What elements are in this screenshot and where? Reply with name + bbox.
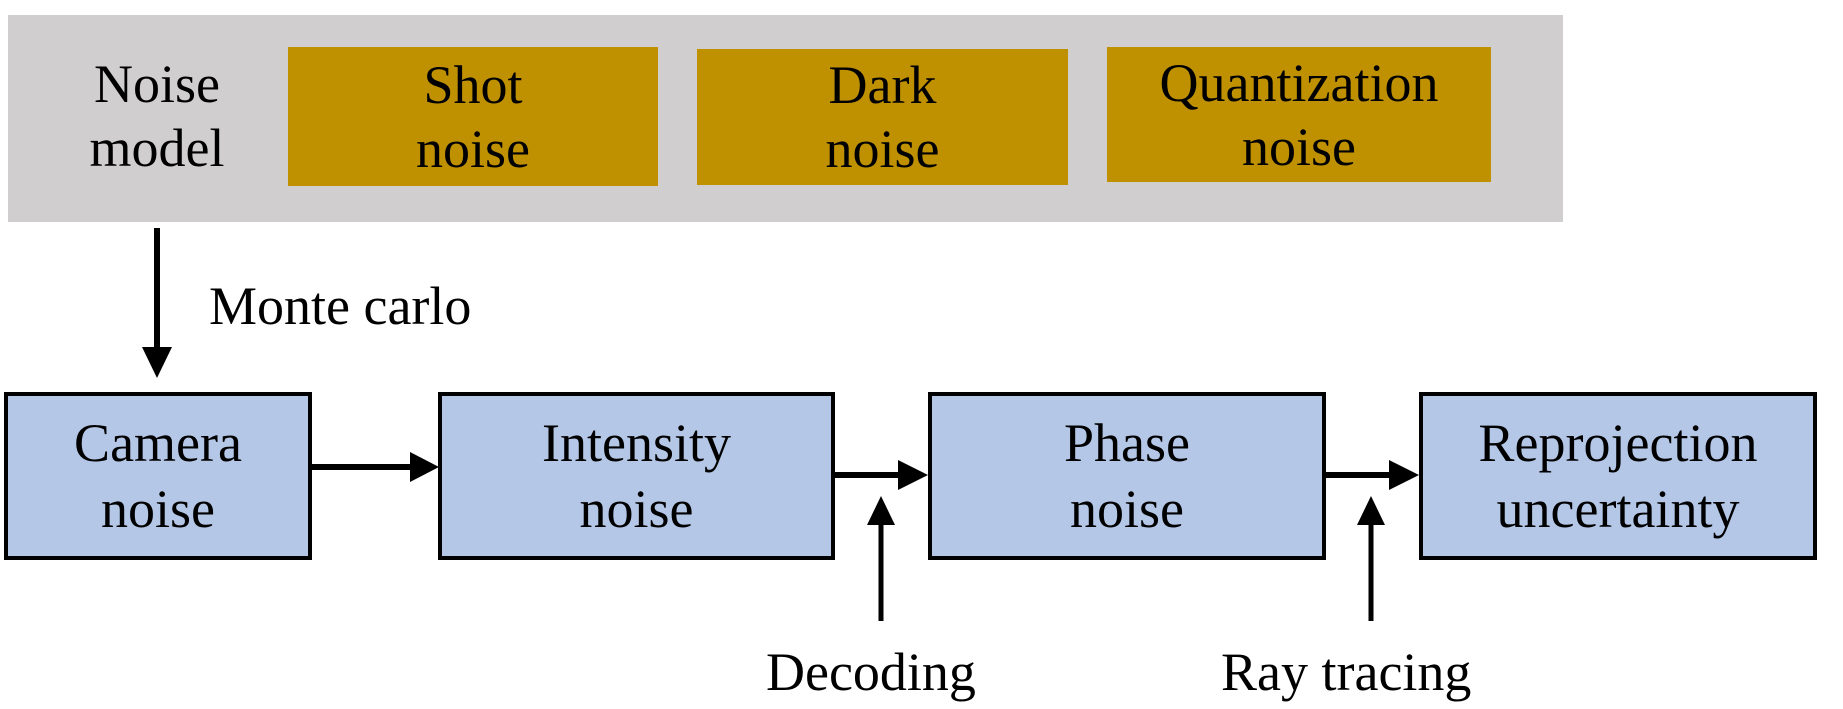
intensity-noise-line1: Intensity (542, 413, 731, 473)
decoding-arrow (867, 496, 895, 621)
intensity-to-phase-arrow (835, 460, 928, 490)
camera-noise-box: Camera noise (4, 392, 312, 560)
phase-to-reprojection-arrow (1326, 460, 1419, 490)
ray-tracing-label: Ray tracing (1221, 642, 1472, 702)
reprojection-line2: uncertainty (1496, 479, 1740, 539)
ray-tracing-arrow (1357, 496, 1385, 621)
noise-model-label-line1: Noise (94, 54, 220, 114)
camera-noise-line1: Camera (74, 413, 242, 473)
camera-to-intensity-arrow (312, 452, 439, 482)
camera-noise-line2: noise (101, 479, 215, 539)
dark-noise-line1: Dark (828, 55, 937, 115)
decoding-label: Decoding (766, 642, 976, 702)
monte-carlo-label: Monte carlo (209, 276, 472, 336)
phase-noise-box: Phase noise (928, 392, 1326, 560)
monte-carlo-arrow (142, 228, 172, 378)
reprojection-line1: Reprojection (1478, 413, 1758, 473)
noise-model-label: Noise model (62, 52, 252, 180)
shot-noise-box: Shot noise (288, 47, 658, 186)
quantization-noise-line1: Quantization (1159, 52, 1439, 113)
phase-noise-line2: noise (1070, 479, 1184, 539)
intensity-noise-line2: noise (579, 479, 694, 539)
dark-noise-line2: noise (825, 119, 940, 179)
quantization-noise-line2: noise (1242, 116, 1356, 177)
dark-noise-box: Dark noise (697, 49, 1068, 185)
phase-noise-line1: Phase (1064, 413, 1190, 473)
reprojection-uncertainty-box: Reprojection uncertainty (1419, 392, 1817, 560)
shot-noise-line2: noise (416, 118, 530, 179)
shot-noise-line1: Shot (423, 54, 523, 115)
quantization-noise-box: Quantization noise (1107, 47, 1491, 182)
noise-model-label-line2: model (89, 118, 225, 178)
intensity-noise-box: Intensity noise (438, 392, 835, 560)
